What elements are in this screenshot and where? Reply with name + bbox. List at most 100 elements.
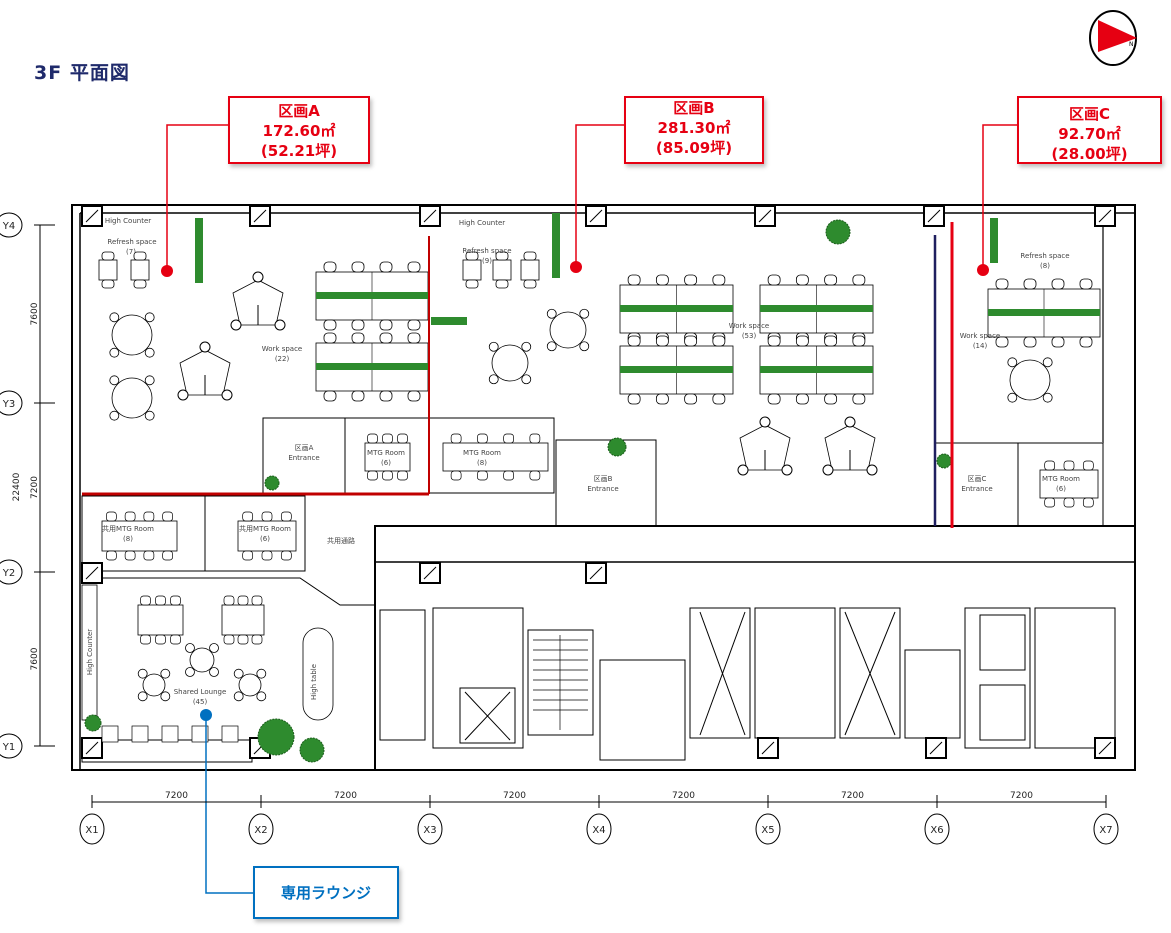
bench-desk: [315, 261, 429, 331]
refresh-table: [520, 251, 540, 289]
chair: [144, 410, 155, 421]
chair: [351, 319, 365, 331]
chair: [407, 332, 421, 344]
chair: [995, 336, 1009, 348]
chair: [106, 511, 117, 522]
plant-icon: [299, 737, 325, 763]
x-span-label: 7200: [503, 791, 526, 801]
chair: [795, 393, 809, 405]
chair: [140, 595, 151, 606]
chair: [170, 634, 181, 645]
chair: [323, 390, 337, 402]
chair: [995, 278, 1009, 290]
chair: [199, 341, 211, 353]
chair: [1042, 357, 1053, 368]
bench-desk: [619, 274, 734, 344]
pod-workstation: [177, 341, 233, 401]
table: [221, 604, 265, 636]
column-hatch: [85, 741, 99, 755]
column-hatch: [929, 741, 943, 755]
chair: [407, 390, 421, 402]
y-grid-label: Y4: [2, 221, 15, 232]
chair: [242, 550, 254, 561]
planter: [990, 218, 998, 263]
chair: [822, 464, 834, 476]
chair: [251, 595, 263, 606]
chair: [737, 464, 749, 476]
mtg-room-a-label: MTG Room: [367, 449, 405, 457]
lounge-seat: [161, 725, 179, 743]
chair: [465, 279, 479, 289]
x-grid-label: X3: [423, 825, 436, 836]
chair: [1051, 278, 1065, 290]
chair: [109, 347, 120, 358]
chair: [101, 251, 115, 261]
high-counter-lounge-label: High Counter: [86, 629, 94, 675]
chair: [852, 335, 866, 347]
entrance-a-sub: Entrance: [288, 454, 319, 462]
chair: [261, 550, 273, 561]
table: [462, 259, 482, 281]
mtg-room-a-seats: (6): [381, 459, 391, 467]
chair: [379, 390, 393, 402]
meeting-table: [442, 433, 549, 481]
x-grid-marker: [417, 813, 443, 845]
table-top: [549, 311, 587, 349]
chair: [824, 335, 838, 347]
meeting-table: [221, 595, 265, 645]
meeting-table: [101, 511, 178, 561]
chair: [351, 261, 365, 273]
chair: [133, 279, 147, 289]
chair: [488, 374, 499, 385]
chair: [223, 595, 235, 606]
chair: [655, 335, 669, 347]
table: [442, 442, 549, 472]
y-grid-label: Y2: [2, 568, 15, 579]
chair: [529, 433, 541, 444]
pod-workstation: [230, 271, 286, 331]
chair: [230, 319, 242, 331]
section-a-callout: 区画A 172.60㎡ (52.21坪): [228, 96, 370, 164]
section-a-area: 172.60㎡: [262, 122, 336, 140]
chair: [140, 634, 151, 645]
table: [520, 259, 540, 281]
chair: [712, 393, 726, 405]
chair: [382, 433, 393, 444]
chair: [252, 271, 264, 283]
chair: [274, 319, 286, 331]
planter: [760, 305, 873, 312]
work-space-b-seats: (53): [742, 332, 757, 340]
chair: [160, 691, 171, 702]
corridor-label: 共用通路: [327, 536, 355, 545]
chair: [1044, 460, 1056, 471]
chair: [781, 464, 793, 476]
chair: [137, 691, 148, 702]
high-table-label: High table: [310, 664, 318, 700]
section-boundaries: [82, 222, 954, 528]
chair: [185, 667, 195, 677]
column-hatch: [85, 566, 99, 580]
planter: [620, 305, 733, 312]
chair: [488, 341, 499, 352]
chair: [767, 393, 781, 405]
lounge-seat: [221, 725, 239, 743]
lounge-seat: [131, 725, 149, 743]
round-table: [1007, 357, 1053, 403]
x-grid-label: X1: [85, 825, 98, 836]
chair: [1082, 497, 1094, 508]
chair: [323, 319, 337, 331]
plant-icon: [84, 714, 102, 732]
section-b-name: 区画B: [673, 99, 715, 117]
x-span-label: 7200: [165, 791, 188, 801]
meeting-table: [237, 511, 297, 561]
pod-desk: [232, 279, 284, 326]
chair: [280, 550, 292, 561]
section-c-name: 区画C: [1068, 105, 1110, 123]
chair: [233, 668, 244, 679]
chair: [109, 410, 120, 421]
y-span-label: 7600: [30, 302, 40, 325]
high-counter-b-label: High Counter: [459, 219, 505, 227]
chair: [579, 341, 590, 352]
chair: [523, 279, 537, 289]
chair: [844, 416, 856, 428]
